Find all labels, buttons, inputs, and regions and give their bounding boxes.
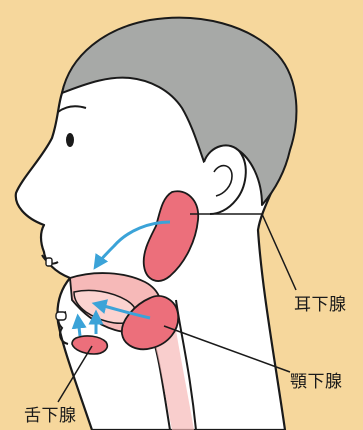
submandibular-label: 顎下腺 [290, 367, 343, 392]
tooth [46, 258, 52, 266]
sublingual-flow-arrow-left [78, 318, 80, 336]
lower-tooth [56, 312, 66, 320]
parotid-label: 耳下腺 [294, 290, 347, 315]
eye [66, 133, 74, 147]
sublingual-label: 舌下腺 [24, 401, 77, 426]
